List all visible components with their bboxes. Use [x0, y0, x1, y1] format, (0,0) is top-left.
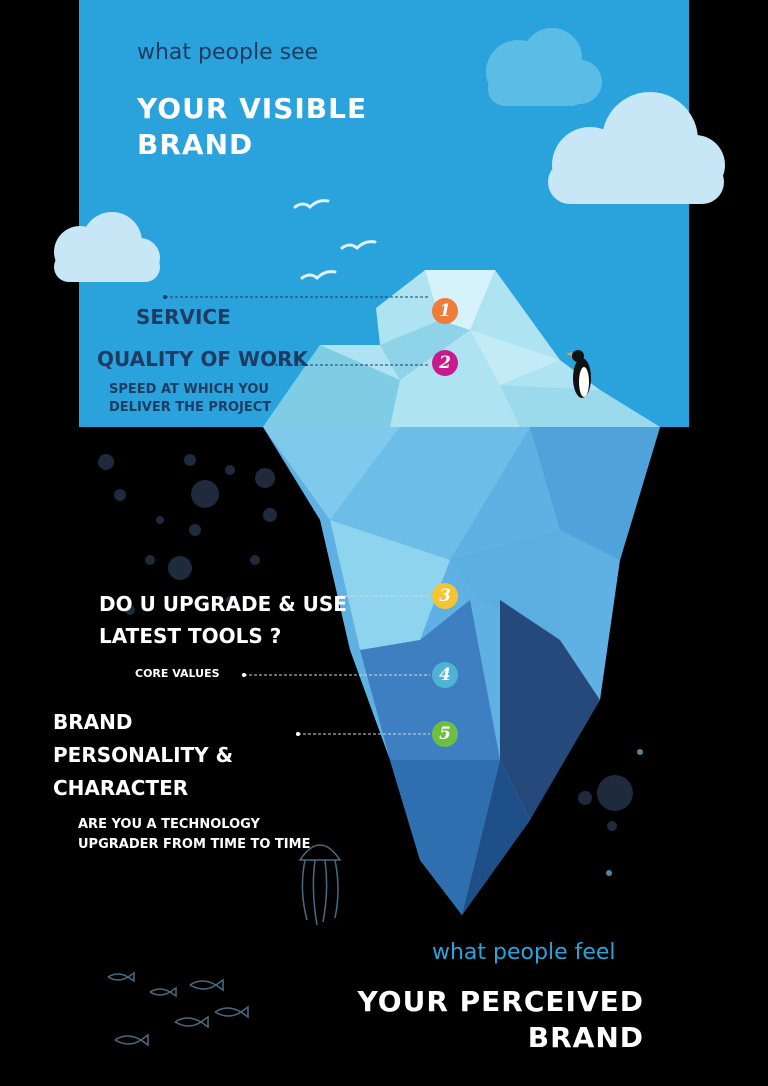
top-title-line1: YOUR VISIBLE [137, 92, 368, 125]
label-quality-of-work: QUALITY OF WORK [97, 347, 308, 371]
penguin-icon [566, 350, 591, 398]
marker-4: 4 [432, 662, 458, 688]
label-brand-line2: PERSONALITY & [53, 743, 234, 767]
iceberg-tip [263, 270, 660, 427]
cloud-icon [548, 92, 725, 204]
label-brand-line1: BRAND [53, 710, 133, 734]
fish-icon [107, 971, 249, 1047]
marker-3: 3 [432, 583, 458, 609]
marker-1: 1 [432, 298, 458, 324]
label-brand-line3: CHARACTER [53, 776, 189, 800]
cloud-icon [54, 212, 160, 282]
marker-5: 5 [432, 721, 458, 747]
label-speed-line2: DELIVER THE PROJECT [109, 400, 272, 415]
label-speed-line1: SPEED AT WHICH YOU [109, 382, 269, 397]
label-technology-line2: UPGRADER FROM TIME TO TIME [78, 837, 311, 852]
label-upgrade-line2: LATEST TOOLS ? [99, 624, 282, 648]
bottom-title-line2: BRAND [527, 1021, 644, 1054]
bird-icon [293, 199, 377, 281]
label-technology-line1: ARE YOU A TECHNOLOGY [78, 817, 260, 832]
label-core-values: CORE VALUES [135, 667, 220, 680]
cloud-icon [486, 28, 602, 106]
bubbles-decoration [98, 454, 277, 615]
label-upgrade-line1: DO U UPGRADE & USE [99, 592, 347, 616]
marker-2: 2 [432, 350, 458, 376]
iceberg-underwater [263, 427, 660, 915]
bottom-title-line1: YOUR PERCEIVED [357, 985, 644, 1018]
top-subtitle: what people see [137, 40, 319, 65]
label-service: SERVICE [136, 305, 231, 329]
jellyfish-icon [298, 844, 342, 926]
bottom-subtitle: what people feel [432, 940, 616, 965]
top-title-line2: BRAND [137, 128, 254, 161]
